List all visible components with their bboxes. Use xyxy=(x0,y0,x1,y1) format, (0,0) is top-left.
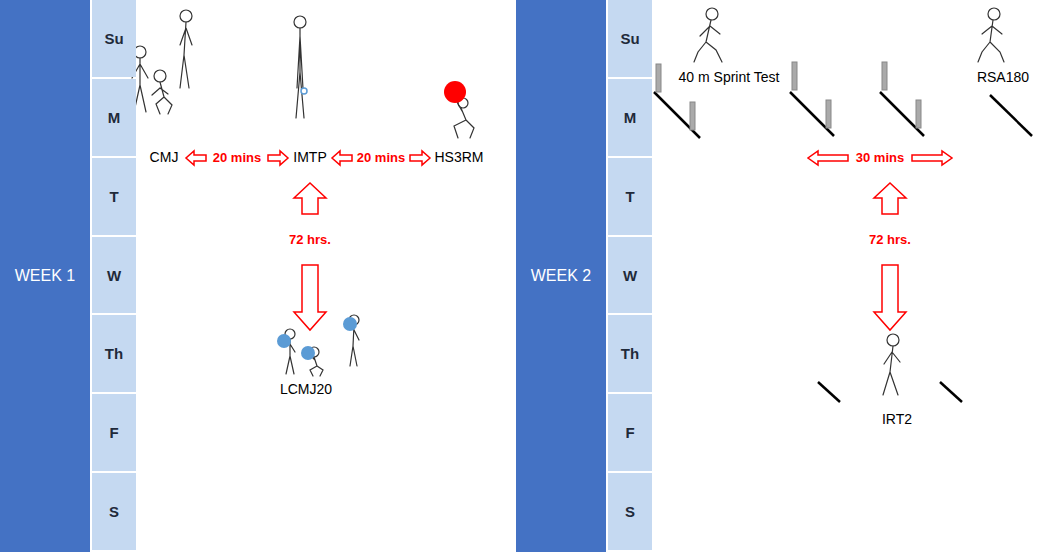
day-cell: M xyxy=(92,79,136,156)
test-label: IMTP xyxy=(293,150,326,165)
test-label: RSA180 xyxy=(977,70,1029,85)
medicine-balls xyxy=(277,81,466,360)
day-label: S xyxy=(625,503,635,520)
interval-label: 30 mins xyxy=(856,151,904,165)
day-cell: Th xyxy=(608,315,652,392)
day-label: Th xyxy=(621,345,639,362)
day-cell: T xyxy=(92,158,136,235)
day-label: Su xyxy=(104,30,123,47)
day-cell: Su xyxy=(608,0,652,77)
week-band: WEEK 1 xyxy=(0,0,90,552)
day-cell: Su xyxy=(92,0,136,77)
test-label: LCMJ20 xyxy=(280,382,332,397)
day-cell: S xyxy=(608,473,652,550)
day-label: S xyxy=(109,503,119,520)
interval-label: 72 hrs. xyxy=(869,233,911,247)
interval-label: 72 hrs. xyxy=(289,233,331,247)
timing-gates xyxy=(654,62,1032,402)
test-label: IRT2 xyxy=(882,412,912,427)
interval-label: 20 mins xyxy=(213,151,261,165)
day-cell: W xyxy=(608,237,652,313)
day-label: M xyxy=(108,109,121,126)
day-label: F xyxy=(625,424,634,441)
test-label: 40 m Sprint Test xyxy=(679,70,780,85)
day-label: T xyxy=(109,188,118,205)
week-band: WEEK 2 xyxy=(516,0,606,552)
week-label: WEEK 1 xyxy=(15,267,75,285)
day-cell: M xyxy=(608,79,652,156)
day-cell: F xyxy=(92,394,136,471)
week-label: WEEK 2 xyxy=(531,267,591,285)
day-label: T xyxy=(625,188,634,205)
test-label: CMJ xyxy=(150,150,179,165)
day-label: W xyxy=(623,267,637,284)
day-cell: S xyxy=(92,473,136,550)
test-label: HS3RM xyxy=(434,150,483,165)
day-cell: F xyxy=(608,394,652,471)
day-label: M xyxy=(624,109,637,126)
day-label: Su xyxy=(620,30,639,47)
day-label: Th xyxy=(105,345,123,362)
day-cell: Th xyxy=(92,315,136,392)
day-label: W xyxy=(107,267,121,284)
day-cell: T xyxy=(608,158,652,235)
day-cell: W xyxy=(92,237,136,313)
day-label: F xyxy=(109,424,118,441)
interval-label: 20 mins xyxy=(357,151,405,165)
